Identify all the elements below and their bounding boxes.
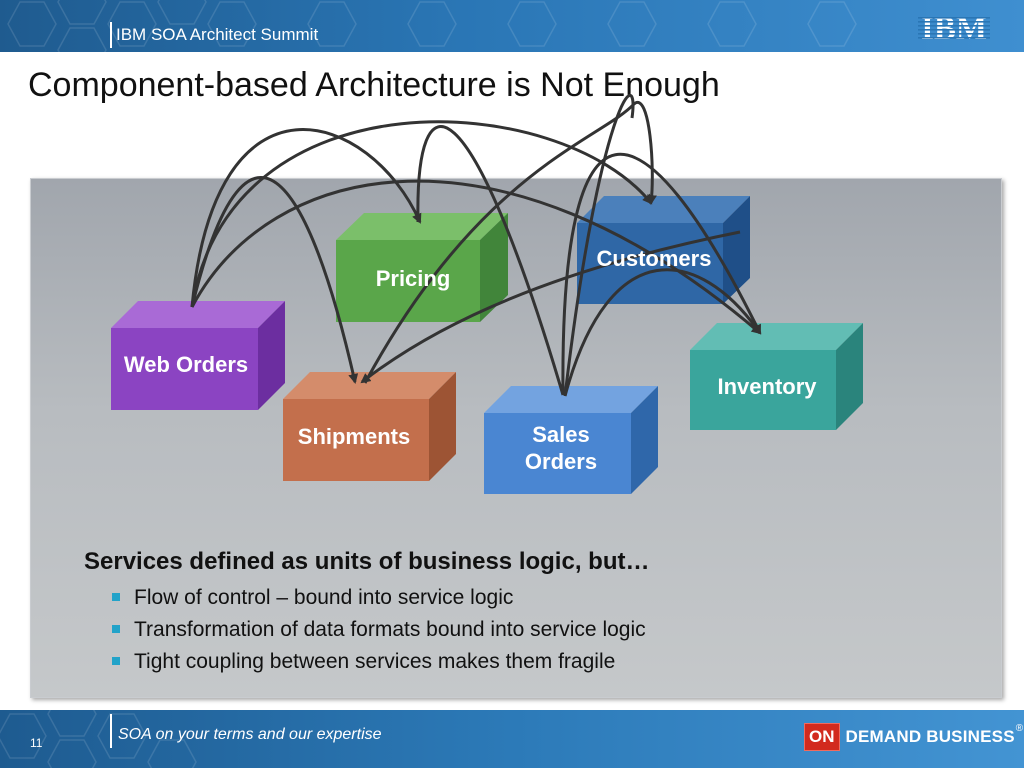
arrow-shipments-customers (363, 100, 657, 384)
square-bullet-icon (112, 657, 120, 665)
footer-divider (110, 714, 112, 748)
sales-orders-box (484, 386, 658, 494)
shipments-label: Shipments (297, 423, 411, 449)
bullets-heading: Services defined as units of business lo… (84, 548, 650, 575)
customers-box (577, 196, 750, 304)
square-bullet-icon (112, 625, 120, 633)
customers-label: Customers (596, 245, 712, 271)
ibm-logo-icon: IBM (918, 12, 990, 42)
slide-title: Component-based Architecture is Not Enou… (28, 66, 720, 104)
square-bullet-icon (112, 593, 120, 601)
arrow-salesorders-inventory (563, 268, 759, 397)
arrow-salesorders-pricing (563, 93, 635, 397)
pricing-label: Pricing (375, 265, 451, 291)
service-diagram (111, 93, 863, 494)
arrow-salesorders-shipments (561, 152, 762, 396)
demand-business-text: DEMAND BUSINESS (845, 727, 1015, 746)
shipments-box (283, 372, 456, 481)
arrow-weborders-customers (190, 120, 653, 308)
inventory-label: Inventory (717, 373, 817, 399)
bullet-item: Tight coupling between services makes th… (112, 646, 984, 678)
web-orders-box (111, 301, 285, 410)
bullet-list: Flow of control – bound into service log… (84, 582, 984, 678)
inventory-box (690, 323, 863, 430)
arrow-pricing-salesorders (416, 125, 565, 396)
arrow-customers-shipments (360, 230, 741, 384)
web-orders-label: Web Orders (123, 351, 249, 377)
bullet-text: Flow of control – bound into service log… (134, 586, 514, 609)
dependency-arrows (190, 93, 762, 397)
pricing-box (336, 213, 508, 322)
hex-pattern-decoration (7, 0, 857, 52)
header-bar: IBM SOA Architect Summit IBM (0, 0, 1024, 52)
bullet-item: Transformation of data formats bound int… (112, 614, 984, 646)
bullet-section: Services defined as units of business lo… (84, 548, 984, 678)
on-demand-business-logo: ON DEMAND BUSINESS ® (804, 723, 1023, 751)
bullet-text: Transformation of data formats bound int… (134, 618, 646, 641)
arrow-weborders-pricing (190, 128, 422, 308)
registered-mark: ® (1015, 723, 1024, 734)
header-divider (110, 22, 112, 48)
footer-tagline: SOA on your terms and our expertise (118, 726, 382, 743)
arrow-weborders-shipments (190, 176, 359, 384)
sales-orders-label: Sales Orders (524, 422, 598, 474)
page-number: 11 (30, 736, 43, 750)
bullet-text: Tight coupling between services makes th… (134, 650, 616, 673)
footer-bar: 11 SOA on your terms and our expertise O… (0, 710, 1024, 768)
footer-hex-decoration (0, 710, 197, 768)
bullet-item: Flow of control – bound into service log… (112, 582, 984, 614)
on-logo-box: ON (804, 723, 840, 751)
event-title: IBM SOA Architect Summit (116, 25, 319, 44)
